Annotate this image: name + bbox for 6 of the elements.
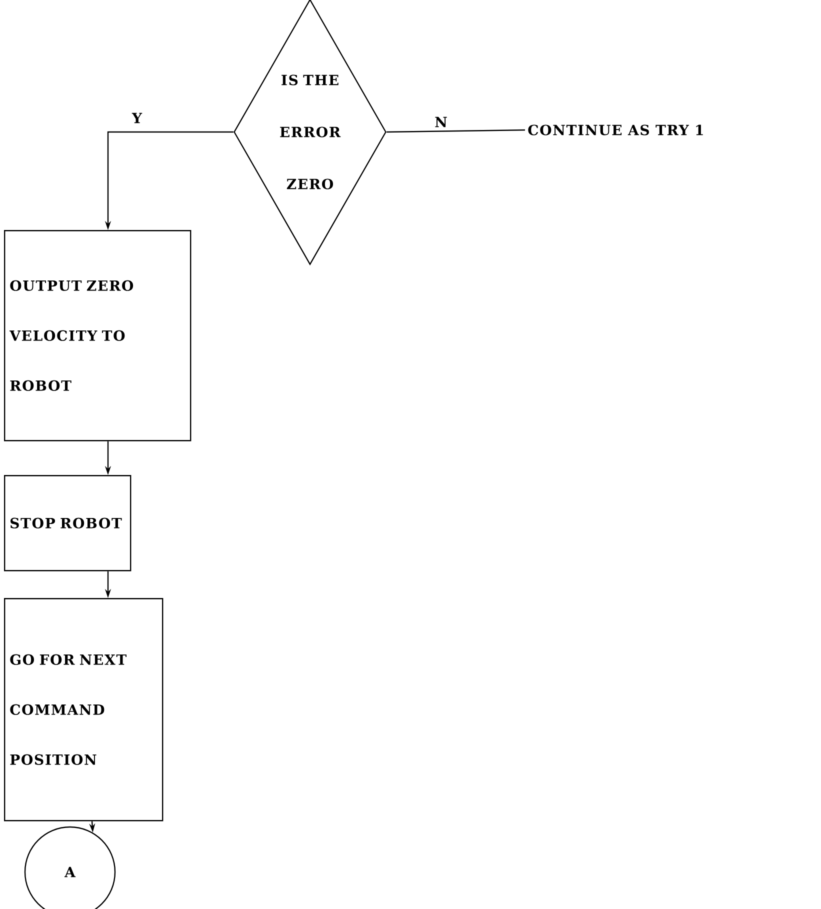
process-box: GO FOR NEXT COMMAND POSITION (4, 598, 164, 822)
edge-label: Y (131, 112, 143, 124)
edge-label: N (434, 116, 448, 128)
note-text: CONTINUE AS TRY 1 (528, 124, 703, 136)
process-box: OUTPUT ZERO VELOCITY TO ROBOT (4, 230, 192, 442)
process-box: STOP ROBOT (4, 475, 132, 572)
